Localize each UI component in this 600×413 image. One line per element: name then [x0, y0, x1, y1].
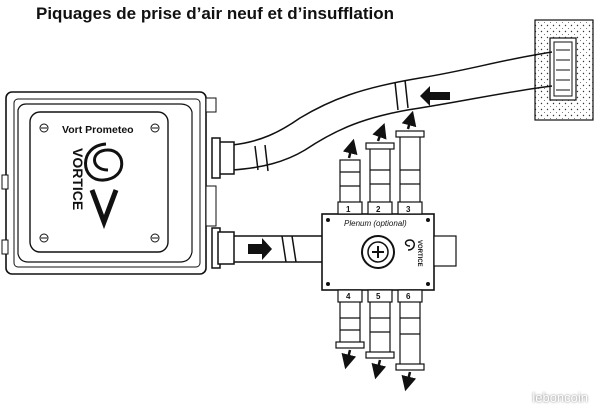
outlet-duct-4 — [335, 289, 365, 349]
outlet-number-4: 4 — [346, 292, 351, 301]
screw-icon — [39, 123, 160, 243]
plenum-brand-label: VORTICE — [416, 240, 422, 267]
plenum-label: Plenum (optional) — [344, 219, 407, 228]
supply-duct — [211, 227, 322, 269]
flow-arrow-icon — [401, 371, 417, 392]
unit-model-label: Vort Prometeo — [62, 124, 134, 136]
flow-arrow-icon — [420, 86, 450, 106]
outlet-duct-1 — [337, 159, 363, 215]
vortice-logo-icon — [84, 142, 124, 230]
flow-arrow-icon — [371, 359, 387, 380]
flow-arrow-icon — [248, 238, 272, 260]
vortice-logo-icon — [404, 239, 415, 251]
outlet-number-3: 3 — [406, 205, 411, 214]
page-title: Piquages de prise d’air neuf et d’insuff… — [36, 4, 394, 23]
plenum-box — [321, 213, 457, 291]
flow-arrow-icon — [342, 138, 358, 159]
outlet-number-6: 6 — [406, 292, 411, 301]
unit-brand-label: VORTICE — [70, 148, 86, 210]
flow-arrow-icon — [372, 122, 387, 142]
outlet-duct-6 — [395, 289, 425, 371]
flow-arrow-icon — [401, 110, 417, 130]
watermark: leboncoin — [532, 390, 588, 405]
outlet-number-5: 5 — [376, 292, 381, 301]
outlet-duct-2 — [365, 142, 395, 215]
fresh-air-duct — [211, 51, 553, 179]
wall-inlet — [534, 19, 594, 121]
vort-prometeo-unit — [1, 91, 217, 275]
outlet-duct-5 — [365, 289, 395, 359]
outlet-number-1: 1 — [346, 205, 351, 214]
flow-arrow-icon — [341, 349, 357, 370]
outlet-number-2: 2 — [376, 205, 381, 214]
outlet-duct-3 — [395, 130, 425, 215]
